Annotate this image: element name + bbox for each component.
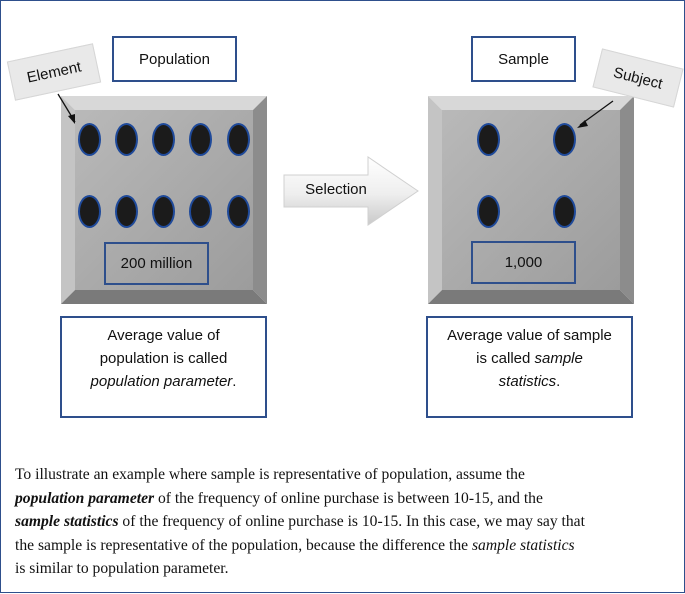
- selection-arrow: [283, 156, 419, 226]
- sample-caption-line2: is called sample: [438, 347, 621, 370]
- paragraph-line-3: sample statistics of the frequency of on…: [15, 510, 677, 534]
- paragraph-line-1: To illustrate an example where sample is…: [15, 466, 525, 483]
- population-element-dot: [189, 123, 212, 156]
- element-pointer-arrow: [57, 93, 76, 124]
- paragraph-line-3-text: of the frequency of online purchase is 1…: [118, 513, 585, 530]
- population-caption-box: Average value of population is called po…: [60, 316, 267, 418]
- sample-subject-dot: [477, 195, 500, 228]
- population-element-dot: [78, 123, 101, 156]
- sample-subject-dot: [553, 195, 576, 228]
- population-parameter-bold: population parameter: [15, 489, 155, 507]
- sample-title: Sample: [498, 50, 549, 68]
- population-element-dot: [227, 123, 250, 156]
- population-caption-line2: population is called: [99, 350, 228, 367]
- sample-subject-dot: [477, 123, 500, 156]
- population-element-dot: [227, 195, 250, 228]
- sample-count-box: 1,000: [471, 241, 576, 284]
- sample-statistics-bold: sample statistics: [15, 513, 119, 530]
- population-count: 200 million: [120, 255, 193, 272]
- sample-caption-line3: statistics.: [438, 370, 621, 393]
- selection-label: Selection: [305, 181, 367, 198]
- paragraph-line-2-text: of the frequency of online purchase is b…: [154, 489, 543, 507]
- sample-title-box: Sample: [471, 36, 576, 82]
- population-caption-period: .: [232, 373, 237, 390]
- paragraph-line-4: the sample is representative of the popu…: [15, 534, 677, 558]
- population-title-box: Population: [112, 36, 237, 82]
- subject-pointer-arrow: [577, 100, 614, 128]
- sample-term: sample: [534, 350, 583, 367]
- population-element-dot: [78, 195, 101, 228]
- element-tag-label: Element: [25, 57, 83, 87]
- sample-caption-box: Average value of sample is called sample…: [426, 316, 633, 418]
- subject-tag-label: Subject: [611, 63, 665, 93]
- paragraph-line-4-text: the sample is representative of the popu…: [15, 536, 472, 554]
- sample-statistics-italic: sample statistics: [471, 536, 575, 554]
- sample-caption-line1: Average value of sample: [447, 327, 612, 344]
- population-count-box: 200 million: [104, 242, 209, 285]
- population-element-dot: [152, 195, 175, 228]
- population-element-dot: [115, 195, 138, 228]
- population-element-dot: [115, 123, 138, 156]
- paragraph-line-5: is similar to population parameter.: [15, 560, 229, 577]
- population-element-dot: [189, 195, 212, 228]
- explanation-paragraph: To illustrate an example where sample is…: [15, 463, 677, 581]
- population-element-dot: [152, 123, 175, 156]
- sample-caption-period: .: [556, 373, 561, 390]
- population-caption-line1: Average value of: [107, 327, 220, 344]
- sample-count: 1,000: [504, 254, 543, 271]
- sample-caption-line2-text: is called: [476, 350, 535, 367]
- statistics-term: statistics: [498, 373, 557, 390]
- sample-subject-dot: [553, 123, 576, 156]
- paragraph-line-2: population parameter of the frequency of…: [15, 487, 677, 511]
- sample-panel: [428, 96, 634, 304]
- population-title: Population: [139, 50, 210, 68]
- population-parameter-term: population parameter: [90, 373, 233, 390]
- population-caption-line3: population parameter.: [72, 370, 255, 393]
